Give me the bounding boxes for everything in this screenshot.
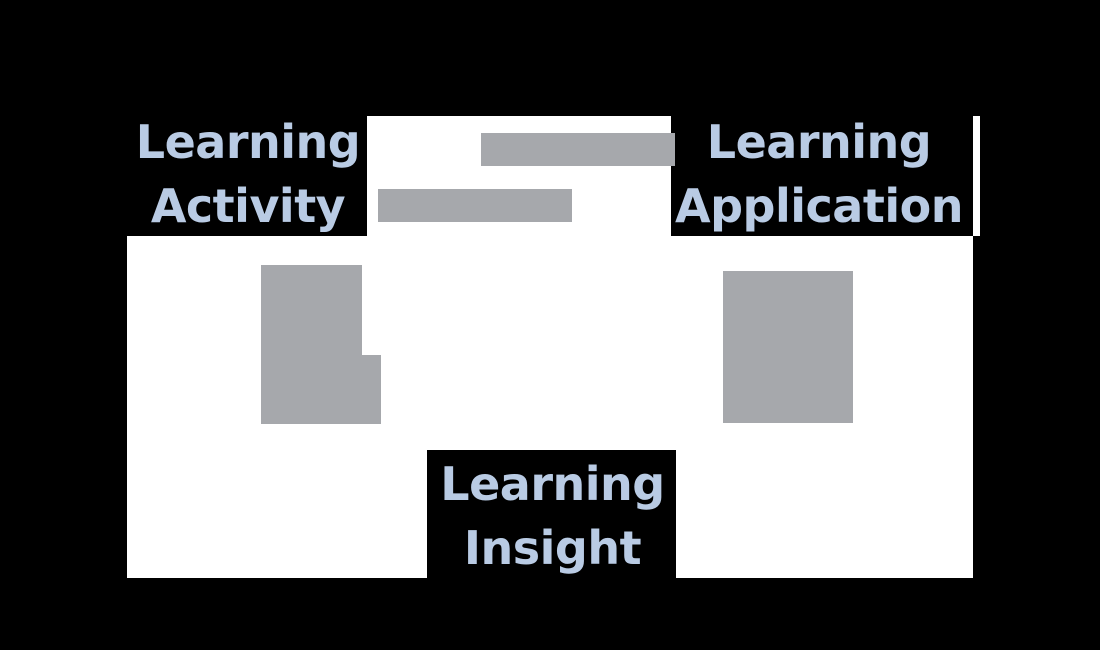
node-label-learning-application-line1: Learning: [706, 115, 932, 169]
top-bar-upper-block: [481, 133, 675, 166]
node-label-learning-insight-line1: Learning: [440, 457, 665, 511]
left-block-body: [261, 355, 381, 424]
node-label-learning-insight-line2: Insight: [463, 521, 642, 575]
right-block: [723, 271, 853, 423]
node-label-learning-application: Learning Application: [654, 110, 984, 238]
node-label-learning-activity-line1: Learning: [135, 115, 361, 169]
left-block-top: [261, 265, 362, 356]
insight-cutout: [427, 450, 676, 578]
node-label-learning-activity-line2: Activity: [150, 179, 346, 233]
node-label-learning-insight: Learning Insight: [410, 452, 695, 580]
top-right-divider: [973, 116, 980, 236]
node-label-learning-activity: Learning Activity: [108, 110, 388, 238]
node-label-learning-application-line2: Application: [675, 179, 963, 233]
top-bar-lower-block: [378, 189, 572, 222]
